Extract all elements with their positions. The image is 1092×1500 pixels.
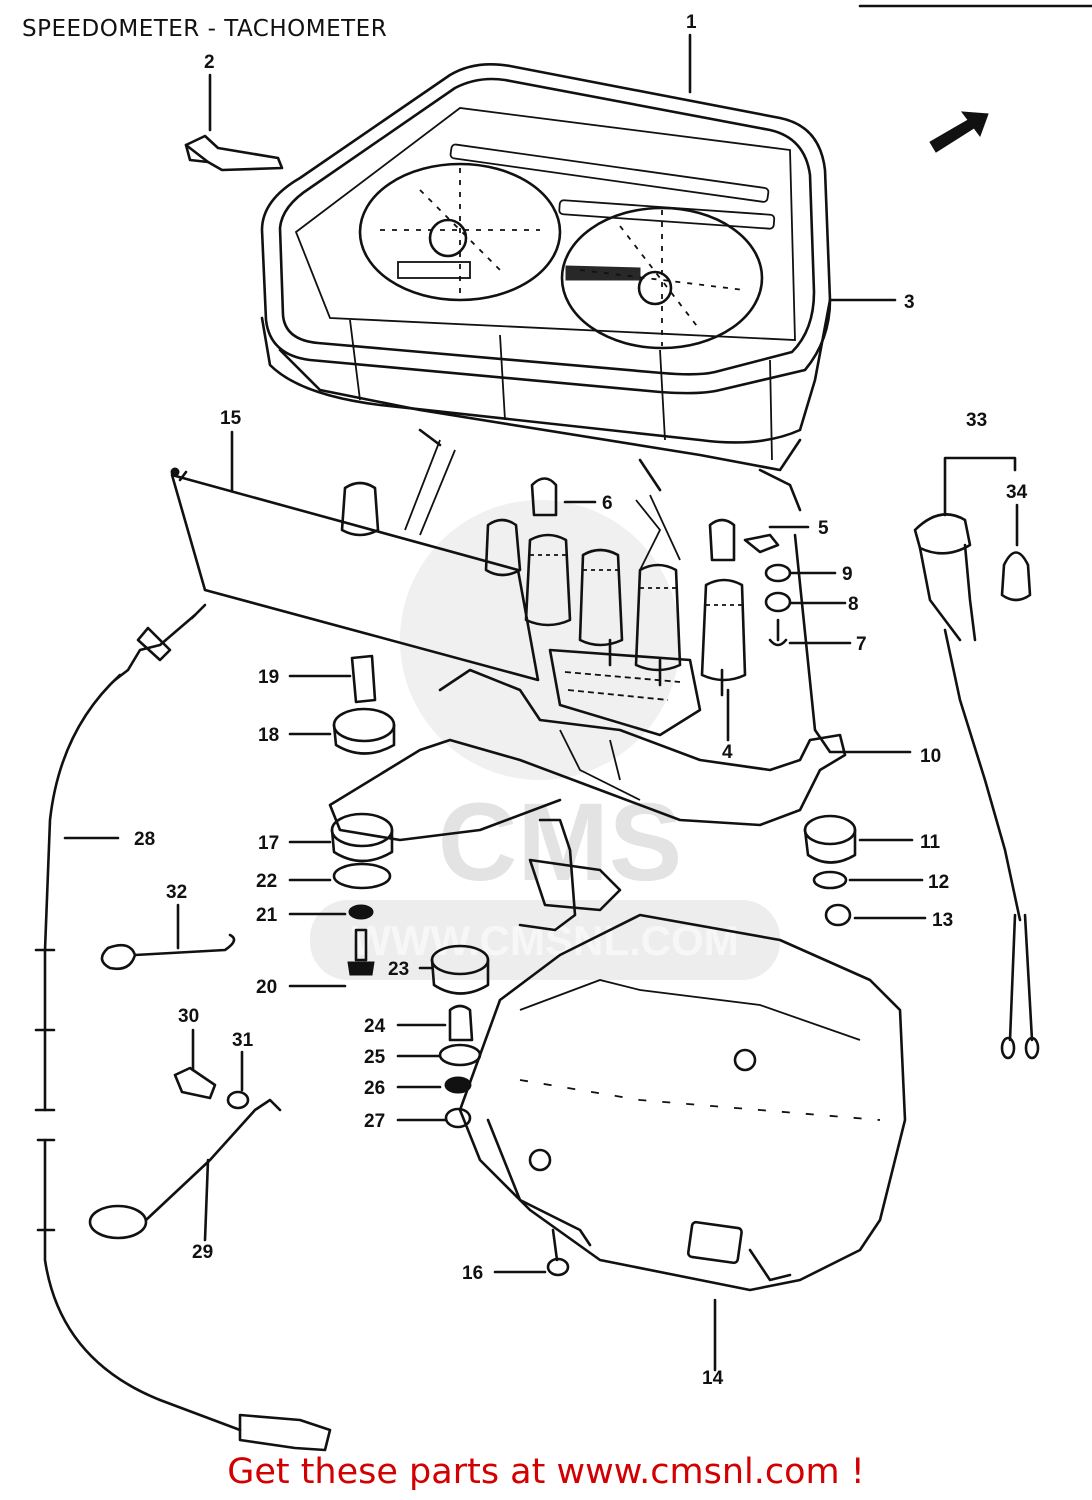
part-label-34: 34 xyxy=(1006,482,1028,503)
leader-lines xyxy=(63,33,1019,1372)
part-14-lower-cover xyxy=(458,913,907,1292)
watermark: CMS WWW.CMSNL.COM xyxy=(310,500,780,980)
part-10-bracket xyxy=(328,668,847,842)
part-label-2: 2 xyxy=(204,52,215,73)
part-label-12: 12 xyxy=(928,872,949,893)
part-label-15: 15 xyxy=(220,408,242,429)
part-label-32: 32 xyxy=(166,882,187,903)
part-34-bulb xyxy=(1000,551,1032,602)
right-mount-stack xyxy=(803,814,857,927)
part-33-wiring-harness xyxy=(913,513,1040,1060)
part-32-wire-clip xyxy=(100,933,236,970)
part-label-5: 5 xyxy=(818,518,829,539)
part-label-6: 6 xyxy=(602,493,613,514)
left-mount-stack xyxy=(330,654,396,976)
part-label-31: 31 xyxy=(232,1030,254,1051)
meter-lower-case xyxy=(260,298,832,512)
part-label-20: 20 xyxy=(256,977,277,998)
meter-assembly xyxy=(260,63,832,395)
page-title: SPEEDOMETER - TACHOMETER xyxy=(22,16,388,42)
bulb-sockets xyxy=(340,439,747,737)
part-label-33: 33 xyxy=(966,410,987,431)
part-label-1: 1 xyxy=(686,12,697,33)
part-label-21: 21 xyxy=(256,905,278,926)
part-label-9: 9 xyxy=(842,564,853,585)
part-label-29: 29 xyxy=(192,1242,213,1263)
part-label-25: 25 xyxy=(364,1047,386,1068)
part-28-speedometer-cable xyxy=(34,603,332,1452)
part-label-3: 3 xyxy=(904,292,915,313)
center-mount-stack xyxy=(430,818,622,1129)
footer-link[interactable]: Get these parts at www.cmsnl.com ! xyxy=(227,1452,865,1492)
part-2-screw xyxy=(184,134,284,172)
part-label-17: 17 xyxy=(258,833,279,854)
part-16-screw xyxy=(546,1228,570,1277)
part-labels: 1 2 3 4 5 6 7 8 9 10 11 12 13 14 15 16 1… xyxy=(134,12,1028,1389)
part-label-13: 13 xyxy=(932,910,953,931)
part-label-10: 10 xyxy=(920,746,941,767)
part-label-23: 23 xyxy=(388,959,409,980)
front-direction-arrow-icon xyxy=(929,111,989,153)
part-label-27: 27 xyxy=(364,1111,385,1132)
part-label-4: 4 xyxy=(722,742,733,763)
part-29-clamp xyxy=(88,1098,282,1240)
part-label-30: 30 xyxy=(178,1006,199,1027)
small-hardware-right xyxy=(743,533,792,647)
part-label-22: 22 xyxy=(256,871,277,892)
part-label-14: 14 xyxy=(702,1368,724,1389)
part-30-31-bolt-washer xyxy=(173,1066,250,1110)
part-15-cover-plate xyxy=(170,467,540,682)
part-label-19: 19 xyxy=(258,667,279,688)
part-label-8: 8 xyxy=(848,594,859,615)
part-label-24: 24 xyxy=(364,1016,386,1037)
part-label-7: 7 xyxy=(856,634,867,655)
watermark-url: WWW.CMSNL.COM xyxy=(351,917,738,964)
part-label-18: 18 xyxy=(258,725,279,746)
part-label-16: 16 xyxy=(462,1263,483,1284)
watermark-logo: CMS xyxy=(438,781,682,904)
part-label-26: 26 xyxy=(364,1078,385,1099)
part-label-11: 11 xyxy=(920,832,941,853)
part-label-28: 28 xyxy=(134,829,155,850)
